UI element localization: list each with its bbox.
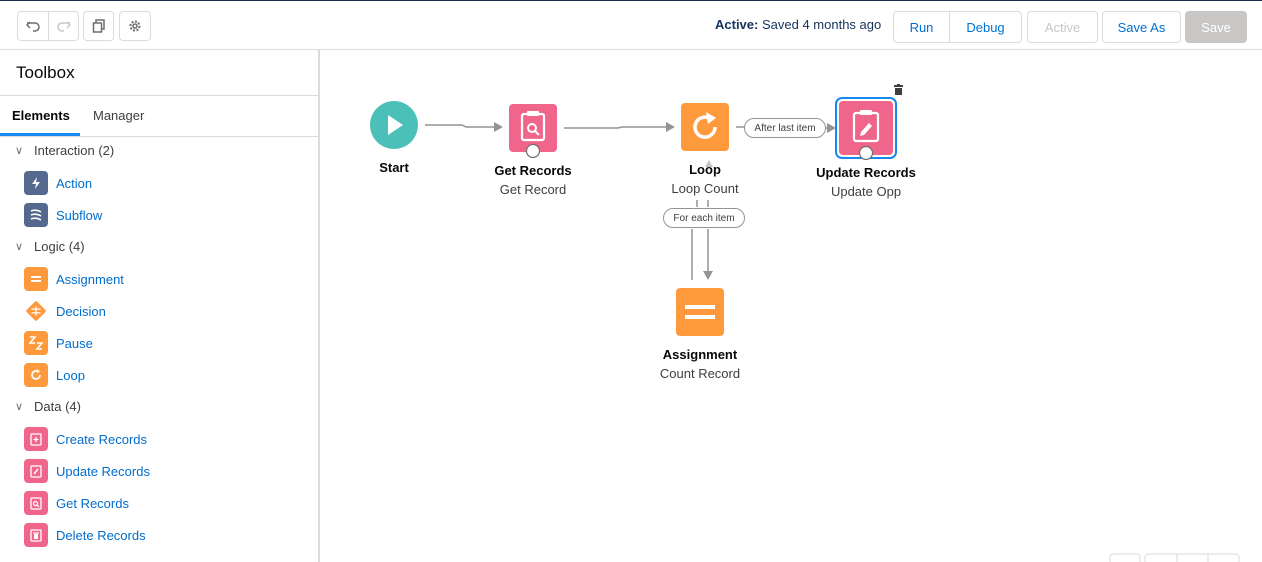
toolbox-title: Toolbox	[16, 63, 75, 82]
play-icon	[388, 115, 403, 135]
item-label: Pause	[56, 335, 93, 351]
get-records-node-title: Get Records	[494, 163, 572, 178]
trash-icon[interactable]	[894, 84, 903, 95]
arrow-head	[827, 123, 836, 133]
loop-icon	[24, 363, 48, 387]
connector-get-loop[interactable]	[564, 126, 669, 129]
undo-button[interactable]	[17, 11, 49, 41]
fit-view-button[interactable]	[1109, 553, 1141, 562]
start-node-title: Start	[379, 160, 409, 175]
arrow-head	[666, 122, 675, 132]
item-label: Assignment	[56, 271, 124, 287]
toolbox-item-delete-records[interactable]: Delete Records	[24, 523, 146, 547]
copy-button[interactable]	[83, 11, 114, 41]
connector-return[interactable]	[691, 200, 698, 280]
get-records-icon	[24, 491, 48, 515]
toolbox-item-create-records[interactable]: Create Records	[24, 427, 147, 451]
update-records-node[interactable]	[835, 97, 897, 161]
tab-elements[interactable]: Elements	[12, 108, 70, 123]
section-interaction[interactable]: ∨ Interaction (2)	[12, 143, 114, 158]
item-label: Action	[56, 175, 93, 191]
item-label: Get Records	[56, 495, 129, 511]
start-node[interactable]	[370, 101, 418, 149]
save-as-button[interactable]: Save As	[1102, 11, 1181, 43]
get-records-node[interactable]	[509, 104, 557, 159]
chevron-down-icon: ∨	[14, 145, 24, 157]
get-records-icon	[520, 111, 546, 142]
save-status: Active: Saved 4 months ago	[715, 17, 881, 32]
connectors-layer	[370, 84, 1240, 562]
redo-button[interactable]	[48, 11, 79, 41]
connector-anchor[interactable]	[858, 145, 874, 161]
connector-start-get[interactable]	[425, 124, 497, 128]
toolbox-tabs: Elements Manager	[0, 95, 318, 137]
toolbox-item-update-records[interactable]: Update Records	[24, 459, 150, 483]
redo-icon	[56, 21, 71, 32]
section-label: Logic (4)	[34, 239, 85, 254]
update-records-node-title: Update Records	[816, 165, 916, 180]
gear-icon	[129, 20, 141, 32]
item-label: Loop	[56, 367, 85, 383]
arrow-head	[494, 122, 503, 132]
save-button[interactable]: Save	[1185, 11, 1247, 43]
update-records-node-label: Update Opp	[830, 184, 902, 199]
item-label: Subflow	[56, 207, 103, 223]
item-label: Update Records	[56, 463, 150, 479]
zoom-controls[interactable]	[1144, 553, 1240, 562]
loop-node-label: Loop Count	[671, 181, 739, 196]
copy-icon	[92, 19, 105, 33]
assignment-node-title: Assignment	[662, 347, 738, 362]
item-label: Decision	[56, 303, 106, 319]
assignment-node[interactable]	[676, 288, 724, 336]
for-each-item-label[interactable]: For each item	[663, 208, 745, 228]
section-data[interactable]: ∨ Data (4)	[12, 399, 81, 414]
assignment-icon	[24, 267, 48, 291]
arrow-head	[705, 160, 713, 167]
assignment-node-label: Count Record	[659, 366, 741, 381]
arrow-head	[703, 271, 713, 280]
debug-button[interactable]: Debug	[949, 11, 1022, 43]
toolbox-panel: Toolbox Elements Manager ∨ Interaction (…	[0, 50, 320, 562]
undo-icon	[26, 21, 40, 32]
connector-anchor[interactable]	[525, 143, 541, 159]
tab-manager[interactable]: Manager	[93, 108, 145, 123]
update-records-icon	[852, 110, 880, 143]
pause-icon	[24, 331, 48, 355]
update-records-icon	[24, 459, 48, 483]
run-button[interactable]: Run	[893, 11, 950, 43]
item-label: Create Records	[56, 431, 148, 447]
toolbox-item-action[interactable]: Action	[24, 171, 92, 195]
lightning-icon	[24, 171, 48, 195]
toolbox-item-loop[interactable]: Loop	[24, 363, 85, 387]
get-records-node-label: Get Record	[499, 182, 567, 197]
toolbox-item-get-records[interactable]: Get Records	[24, 491, 129, 515]
subflow-icon	[24, 203, 48, 227]
settings-button[interactable]	[119, 11, 151, 41]
loop-node-title: Loop	[689, 162, 721, 177]
toolbox-item-assignment[interactable]: Assignment	[24, 267, 124, 291]
section-logic[interactable]: ∨ Logic (4)	[12, 239, 85, 254]
section-label: Interaction (2)	[34, 143, 115, 158]
toolbar: Active: Saved 4 months ago Run Debug Act…	[0, 0, 1262, 50]
loop-node[interactable]	[681, 103, 729, 151]
toolbox-item-decision[interactable]: Decision	[24, 299, 106, 323]
chevron-down-icon: ∨	[14, 241, 24, 253]
after-last-item-label[interactable]: After last item	[744, 118, 826, 138]
delete-records-icon	[24, 523, 48, 547]
status-text: Saved 4 months ago	[761, 17, 882, 32]
assignment-icon	[685, 305, 715, 319]
chevron-down-icon: ∨	[14, 401, 24, 413]
activate-button[interactable]: Active	[1027, 11, 1098, 43]
toolbox-item-subflow[interactable]: Subflow	[24, 203, 102, 227]
active-tab-indicator	[0, 133, 80, 136]
section-label: Data (4)	[34, 399, 81, 414]
item-label: Delete Records	[56, 527, 146, 543]
decision-icon	[24, 299, 48, 323]
status-label: Active:	[715, 17, 759, 32]
create-records-icon	[24, 427, 48, 451]
toolbox-item-pause[interactable]: Pause	[24, 331, 93, 355]
loop-icon	[693, 112, 717, 139]
flow-canvas[interactable]: Start Get Records Get Record Loop Loop C…	[322, 50, 1262, 562]
